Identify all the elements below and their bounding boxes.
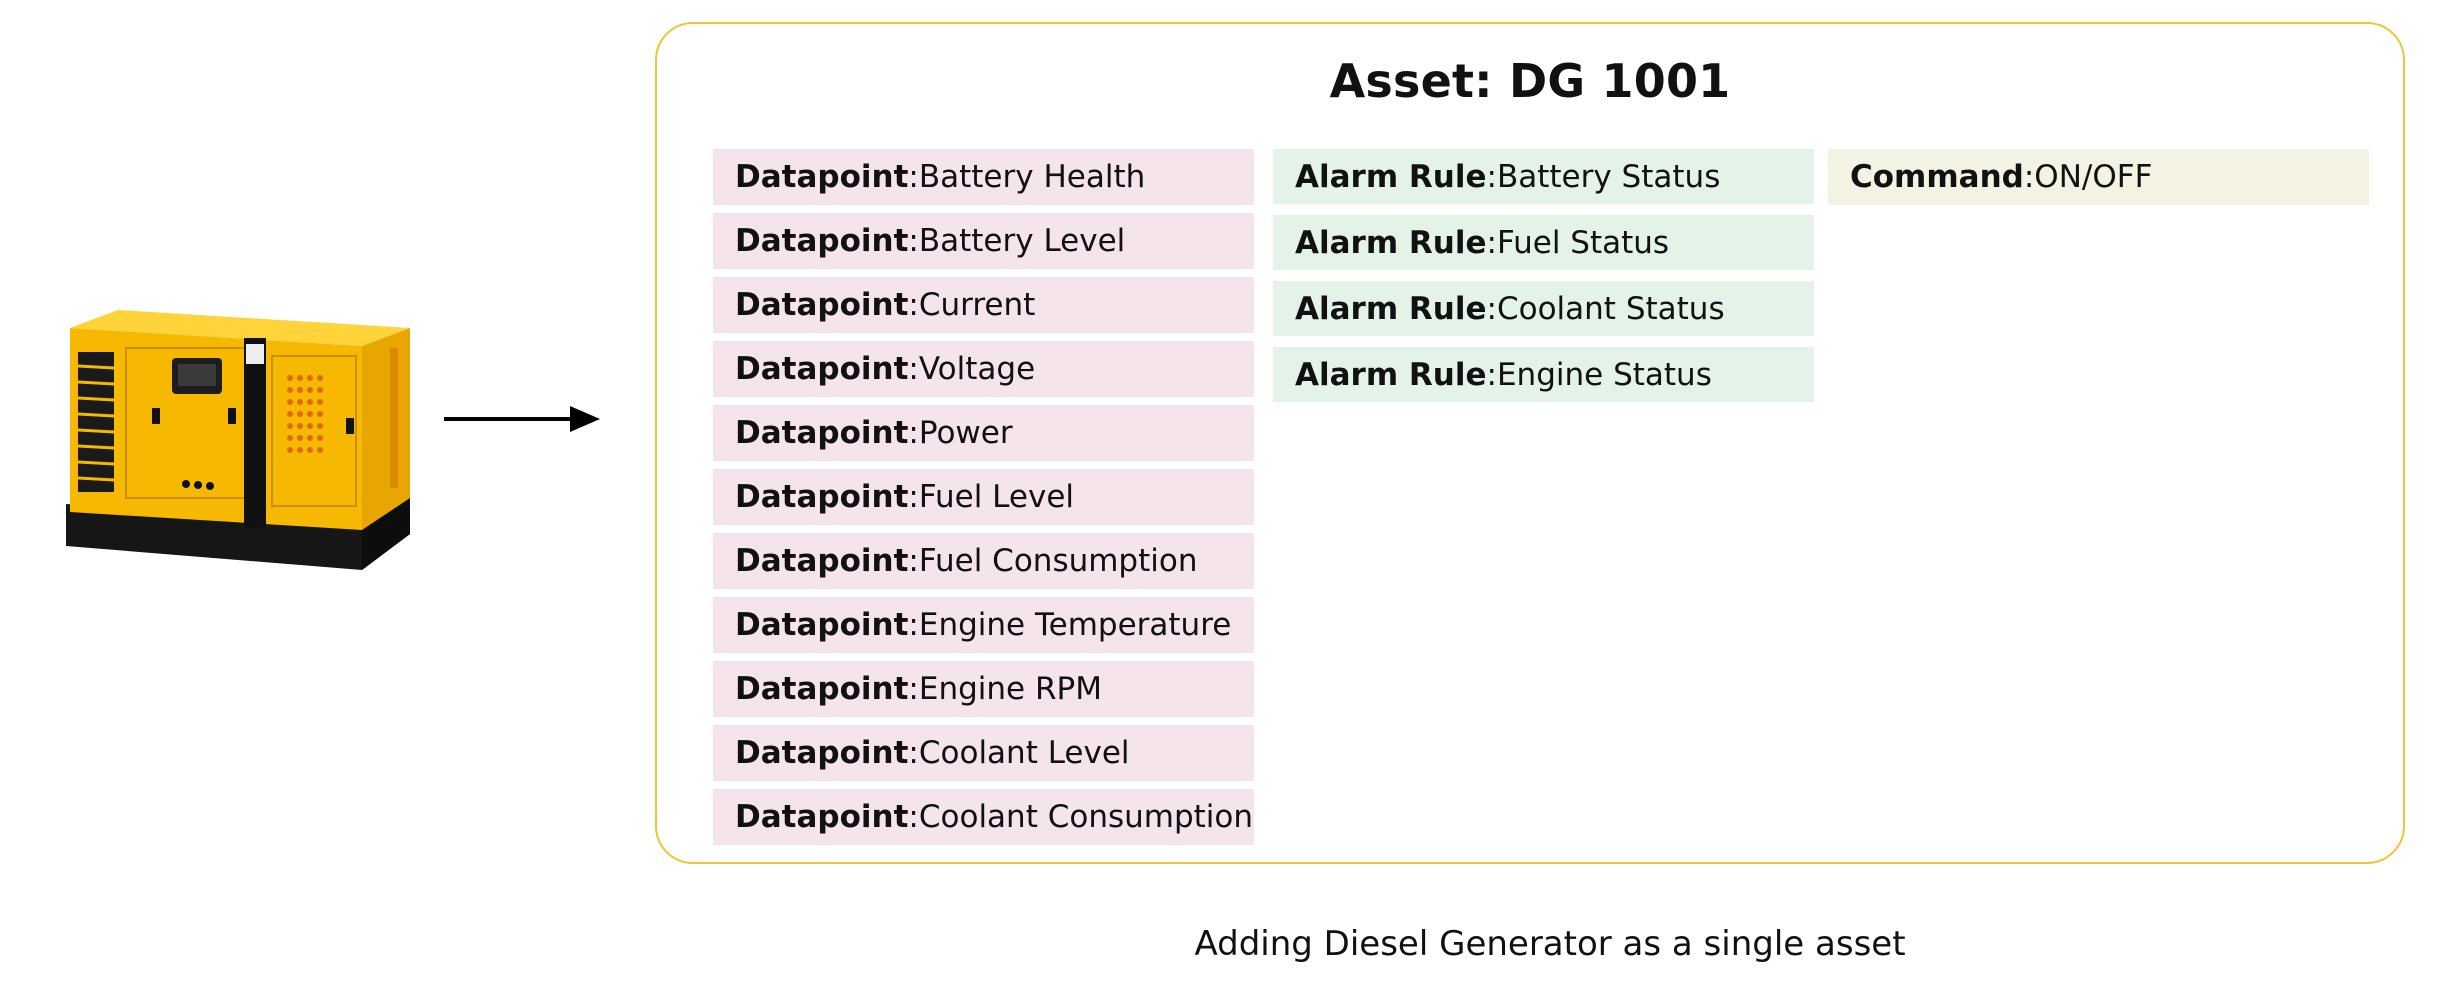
asset-title: Asset: DG 1001 xyxy=(1329,54,1731,108)
datapoint-item: Datapoint: Engine RPM xyxy=(713,661,1254,717)
caption: Adding Diesel Generator as a single asse… xyxy=(1194,924,1906,964)
separator: : xyxy=(908,287,919,323)
datapoint-item-prefix: Datapoint xyxy=(735,223,909,259)
separator: : xyxy=(1486,158,1497,195)
command-list: Command: ON/OFF xyxy=(1828,149,2369,205)
datapoint-item: Datapoint: Fuel Consumption xyxy=(713,533,1254,589)
datapoint-item: Datapoint: Power xyxy=(713,405,1254,461)
datapoint-item-prefix: Datapoint xyxy=(735,159,909,195)
datapoint-item: Datapoint: Coolant Level xyxy=(713,725,1254,781)
command-item-value: ON/OFF xyxy=(2034,159,2153,195)
separator: : xyxy=(908,223,919,259)
alarm-rule-item-prefix: Alarm Rule xyxy=(1295,290,1487,327)
datapoint-item-prefix: Datapoint xyxy=(735,543,909,579)
datapoint-item-prefix: Datapoint xyxy=(735,735,909,771)
datapoint-item: Datapoint: Engine Temperature xyxy=(713,597,1254,653)
separator: : xyxy=(1486,356,1497,393)
datapoint-item-value: Fuel Level xyxy=(918,479,1075,515)
command-item-prefix: Command xyxy=(1850,159,2024,195)
separator: : xyxy=(908,415,919,451)
datapoint-item: Datapoint: Voltage xyxy=(713,341,1254,397)
datapoint-item-value: Fuel Consumption xyxy=(918,543,1198,579)
alarm-rule-item: Alarm Rule: Coolant Status xyxy=(1273,281,1814,336)
separator: : xyxy=(908,735,919,771)
datapoint-item-prefix: Datapoint xyxy=(735,287,909,323)
datapoint-item-prefix: Datapoint xyxy=(735,799,909,835)
separator: : xyxy=(908,671,919,707)
alarm-rule-item: Alarm Rule: Battery Status xyxy=(1273,149,1814,204)
datapoint-item-value: Battery Health xyxy=(918,159,1146,195)
datapoint-item-value: Coolant Level xyxy=(918,735,1130,771)
datapoint-item-prefix: Datapoint xyxy=(735,351,909,387)
separator: : xyxy=(908,351,919,387)
datapoint-item-prefix: Datapoint xyxy=(735,607,909,643)
datapoint-item-value: Engine RPM xyxy=(918,671,1102,707)
alarm-rule-item-prefix: Alarm Rule xyxy=(1295,356,1487,393)
datapoint-item: Datapoint: Coolant Consumption xyxy=(713,789,1254,845)
datapoint-item: Datapoint: Fuel Level xyxy=(713,469,1254,525)
datapoint-item-value: Power xyxy=(918,415,1013,451)
datapoint-item-value: Current xyxy=(918,287,1036,323)
separator: : xyxy=(908,799,919,835)
diesel-generator-image xyxy=(62,308,428,590)
arrow-right-icon xyxy=(442,404,602,434)
alarm-rule-item-prefix: Alarm Rule xyxy=(1295,158,1487,195)
datapoint-item-prefix: Datapoint xyxy=(735,415,909,451)
separator: : xyxy=(1486,224,1497,261)
alarm-rule-item: Alarm Rule: Fuel Status xyxy=(1273,215,1814,270)
alarm-rule-item-value: Coolant Status xyxy=(1496,290,1725,327)
alarm-rule-item-prefix: Alarm Rule xyxy=(1295,224,1487,261)
separator: : xyxy=(908,607,919,643)
separator: : xyxy=(908,479,919,515)
asset-panel: Asset: DG 1001 Datapoint: Battery Health… xyxy=(655,22,2405,864)
datapoint-item-value: Engine Temperature xyxy=(918,607,1232,643)
separator: : xyxy=(1486,290,1497,327)
alarm-rule-item: Alarm Rule: Engine Status xyxy=(1273,347,1814,402)
alarm-rule-item-value: Battery Status xyxy=(1496,158,1721,195)
separator: : xyxy=(908,543,919,579)
datapoint-item: Datapoint: Battery Level xyxy=(713,213,1254,269)
separator: : xyxy=(2023,159,2035,195)
datapoint-item-value: Coolant Consumption xyxy=(918,799,1254,835)
command-item: Command: ON/OFF xyxy=(1828,149,2369,205)
alarm-rule-item-value: Fuel Status xyxy=(1496,224,1670,261)
datapoint-item-prefix: Datapoint xyxy=(735,479,909,515)
datapoint-item-prefix: Datapoint xyxy=(735,671,909,707)
alarm-rule-item-value: Engine Status xyxy=(1496,356,1712,393)
datapoint-item-value: Voltage xyxy=(918,351,1036,387)
datapoint-item: Datapoint: Current xyxy=(713,277,1254,333)
datapoint-item: Datapoint: Battery Health xyxy=(713,149,1254,205)
datapoint-item-value: Battery Level xyxy=(918,223,1126,259)
separator: : xyxy=(908,159,919,195)
